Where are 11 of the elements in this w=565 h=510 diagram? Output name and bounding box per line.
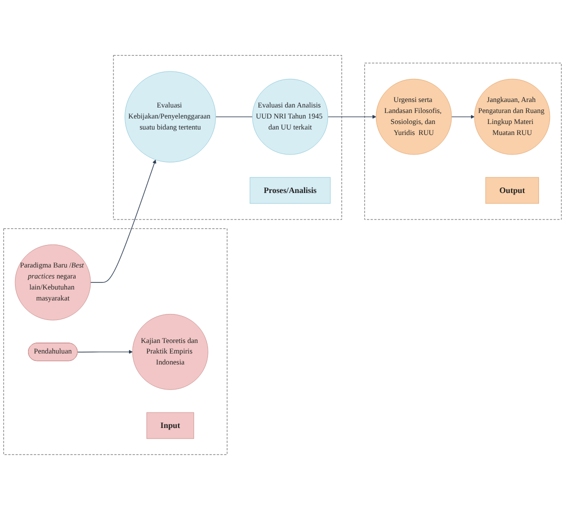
cluster xyxy=(364,62,562,220)
connector xyxy=(215,116,253,118)
arrow xyxy=(451,114,475,119)
cluster xyxy=(3,228,228,455)
node-box: Input xyxy=(146,412,194,439)
arrow xyxy=(77,350,133,354)
arrow xyxy=(90,160,156,283)
node-box: Output xyxy=(485,177,539,204)
node-box: Proses/Analisis xyxy=(250,177,331,204)
cluster xyxy=(113,55,342,220)
arrow xyxy=(328,114,376,119)
